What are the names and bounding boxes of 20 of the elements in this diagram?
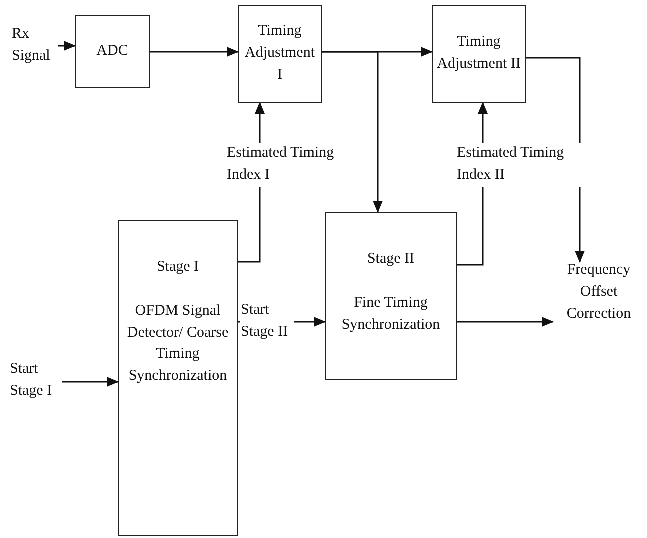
node-label: Rx Signal <box>8 26 58 66</box>
box-text: OFDM Signal Detector/ Coarse Timing Synchronization <box>126 302 230 386</box>
process-box <box>325 212 457 380</box>
arrow <box>150 47 239 57</box>
node-label: Start Stage I <box>6 356 62 406</box>
arrow <box>58 41 76 51</box>
process-box <box>75 15 150 88</box>
process-box <box>432 5 526 103</box>
box-heading: Stage I <box>156 258 200 277</box>
box-text: ADC <box>96 42 128 61</box>
process-box <box>118 220 238 536</box>
arrow <box>322 51 383 213</box>
node-label: Frequency Offset Correction <box>553 262 645 324</box>
arrow <box>457 317 554 327</box>
box-text: Timing Adjustment II <box>437 33 521 74</box>
process-box <box>238 5 322 103</box>
box-text: Timing Adjustment I <box>244 22 316 85</box>
box-text: Fine Timing Synchronization <box>340 294 442 334</box>
box-heading: Stage II <box>367 250 415 269</box>
arrow <box>62 377 119 387</box>
